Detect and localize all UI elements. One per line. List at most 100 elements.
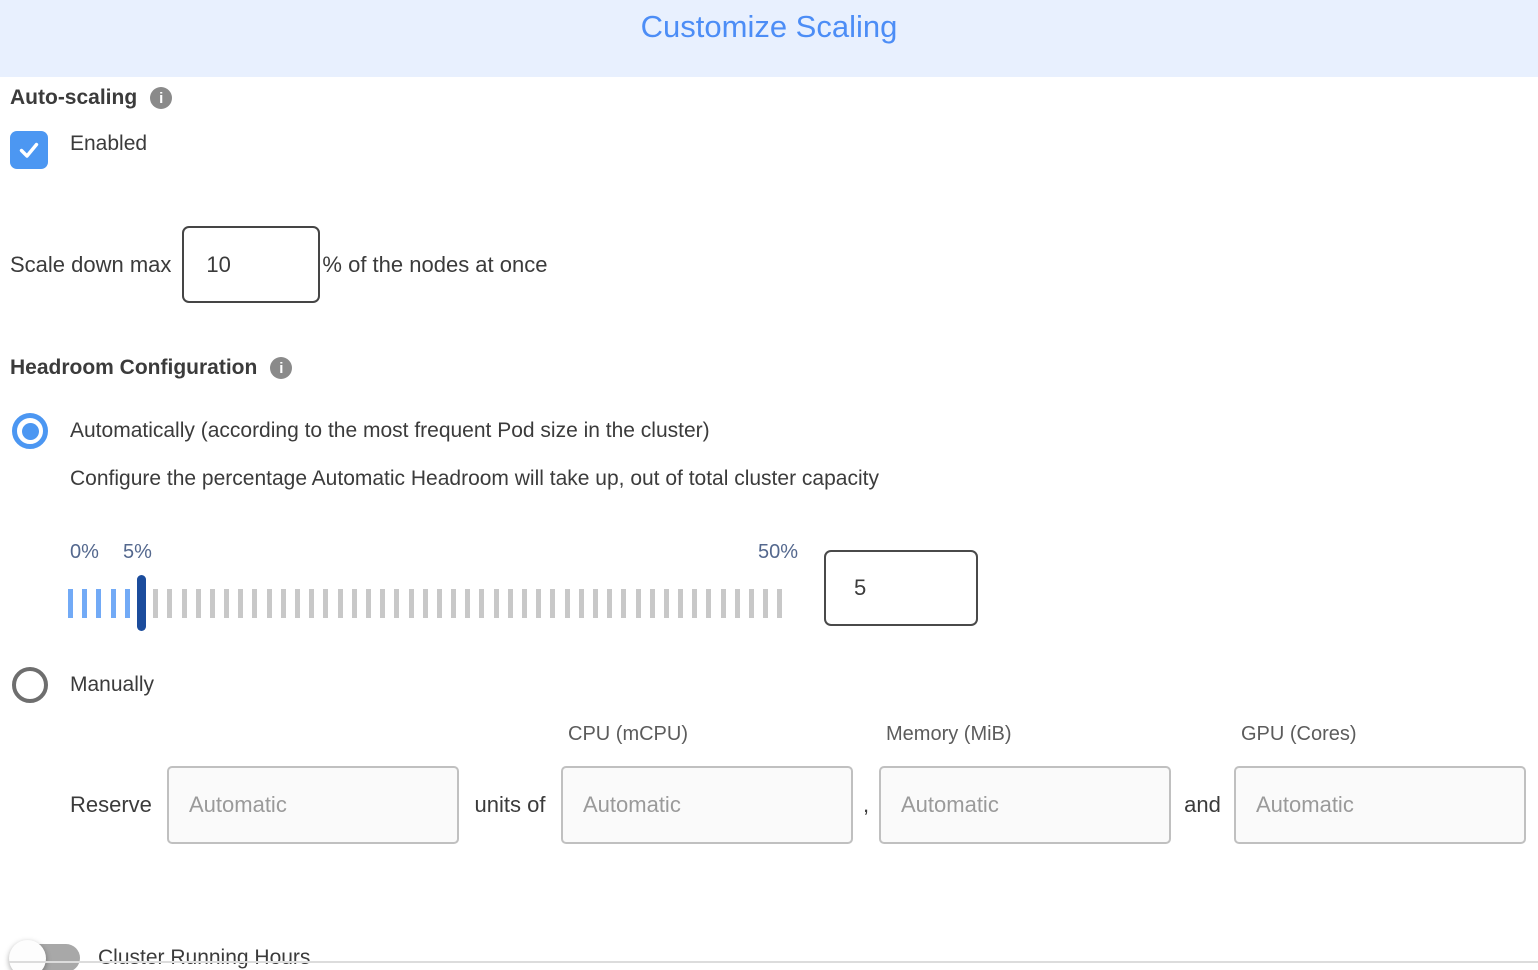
scale-down-max-input[interactable] bbox=[182, 226, 321, 303]
slider-tick bbox=[678, 588, 684, 618]
slider-tick bbox=[564, 588, 570, 618]
slider-tick bbox=[124, 588, 130, 618]
slider-tick bbox=[323, 588, 329, 618]
auto-scaling-section-header: Auto-scaling i bbox=[10, 86, 1538, 110]
slider-tick bbox=[295, 588, 300, 618]
gpu-input[interactable] bbox=[1234, 766, 1526, 844]
slider-tick bbox=[507, 588, 513, 618]
cluster-running-hours-label: Cluster Running Hours bbox=[98, 946, 311, 969]
slider-tick bbox=[309, 588, 315, 618]
cluster-running-hours-toggle[interactable] bbox=[9, 940, 80, 970]
slider-tick bbox=[195, 588, 201, 618]
headroom-section-header: Headroom Configuration i bbox=[10, 356, 1538, 380]
comma-label: , bbox=[862, 792, 870, 817]
slider-tick bbox=[351, 588, 357, 618]
slider-tick bbox=[607, 588, 613, 618]
slider-labels: 0% 5% 50% bbox=[68, 541, 798, 565]
toggle-knob bbox=[9, 940, 46, 970]
memory-input[interactable] bbox=[879, 766, 1171, 844]
slider-tick-strip[interactable] bbox=[68, 575, 794, 631]
headroom-label: Headroom Configuration bbox=[10, 356, 258, 379]
page-title: Customize Scaling bbox=[640, 9, 898, 44]
and-label: and bbox=[1184, 792, 1221, 817]
cluster-running-hours-row: Cluster Running Hours bbox=[9, 940, 1538, 970]
slider-tick bbox=[465, 588, 471, 618]
slider-tick bbox=[82, 588, 88, 618]
slider-tick bbox=[479, 588, 485, 618]
slider-min-label: 0% bbox=[70, 541, 99, 563]
enabled-label: Enabled bbox=[70, 132, 148, 155]
manually-radio-row: Manually bbox=[10, 667, 1538, 703]
slider-tick bbox=[663, 588, 669, 618]
slider-tick bbox=[110, 588, 116, 618]
automatic-radio-row: Automatically (according to the most fre… bbox=[10, 413, 1538, 449]
slider-tick bbox=[749, 588, 754, 618]
slider-tick bbox=[96, 588, 102, 618]
info-icon[interactable]: i bbox=[270, 357, 293, 379]
automatic-radio[interactable] bbox=[12, 413, 48, 449]
gpu-column-header: GPU (Cores) bbox=[1241, 723, 1357, 745]
slider-current-label: 5% bbox=[123, 541, 152, 563]
slider-tick bbox=[436, 588, 442, 618]
enabled-checkbox-row: Enabled bbox=[10, 131, 1538, 169]
cpu-column-header: CPU (mCPU) bbox=[568, 723, 688, 745]
slider-tick bbox=[181, 588, 187, 618]
radio-dot bbox=[21, 422, 39, 440]
slider-tick bbox=[167, 588, 173, 618]
manually-radio-label: Manually bbox=[70, 673, 155, 696]
slider-tick bbox=[68, 588, 73, 618]
slider-tick bbox=[536, 588, 542, 618]
slider-tick bbox=[224, 588, 230, 618]
slider-tick bbox=[550, 588, 556, 618]
slider-tick bbox=[408, 588, 414, 618]
slider-tick bbox=[238, 588, 244, 618]
slider-tick bbox=[522, 588, 527, 618]
headroom-slider-row: 0% 5% 50% bbox=[68, 541, 1538, 631]
slider-tick bbox=[578, 588, 584, 618]
info-icon[interactable]: i bbox=[150, 87, 173, 109]
headroom-description: Configure the percentage Automatic Headr… bbox=[70, 467, 879, 490]
slider-tick bbox=[763, 588, 769, 618]
slider-tick bbox=[280, 588, 286, 618]
units-of-label: units of bbox=[474, 792, 546, 817]
slider-tick bbox=[777, 588, 783, 618]
automatic-radio-label: Automatically (according to the most fre… bbox=[70, 419, 710, 442]
slider-tick bbox=[734, 588, 740, 618]
manual-headroom-grid: CPU (mCPU) Memory (MiB) GPU (Cores) Rese… bbox=[70, 723, 1538, 844]
slider-tick bbox=[266, 588, 272, 618]
reserve-label: Reserve bbox=[70, 792, 152, 817]
slider-tick bbox=[209, 588, 215, 618]
slider-max-label: 50% bbox=[757, 541, 798, 563]
reserve-units-input[interactable] bbox=[167, 766, 459, 844]
slider-tick bbox=[380, 588, 386, 618]
slider-tick bbox=[153, 588, 159, 618]
slider-tick bbox=[252, 588, 258, 618]
headroom-slider[interactable]: 0% 5% 50% bbox=[68, 541, 798, 631]
memory-column-header: Memory (MiB) bbox=[886, 723, 1012, 745]
bottom-divider bbox=[8, 961, 1538, 963]
manually-radio[interactable] bbox=[12, 667, 48, 703]
slider-tick bbox=[706, 588, 712, 618]
slider-tick bbox=[635, 588, 641, 618]
slider-tick bbox=[692, 588, 698, 618]
enabled-checkbox[interactable] bbox=[10, 131, 48, 169]
auto-scaling-label: Auto-scaling bbox=[10, 86, 138, 109]
scale-down-suffix: % of the nodes at once bbox=[322, 251, 548, 277]
panel-header: Customize Scaling bbox=[0, 0, 1538, 77]
slider-tick bbox=[337, 588, 343, 618]
slider-tick bbox=[592, 588, 598, 618]
slider-handle[interactable] bbox=[136, 575, 146, 631]
headroom-percentage-input[interactable] bbox=[824, 550, 978, 626]
slider-tick bbox=[649, 588, 655, 618]
slider-tick bbox=[720, 588, 726, 618]
cpu-input[interactable] bbox=[561, 766, 853, 844]
slider-tick bbox=[493, 588, 499, 618]
scale-down-prefix: Scale down max bbox=[10, 251, 172, 277]
scale-down-row: Scale down max % of the nodes at once bbox=[10, 226, 1538, 303]
slider-tick bbox=[451, 588, 457, 618]
slider-tick bbox=[422, 588, 428, 618]
checkmark-icon bbox=[19, 142, 39, 158]
slider-tick bbox=[365, 588, 371, 618]
slider-tick bbox=[621, 588, 627, 618]
